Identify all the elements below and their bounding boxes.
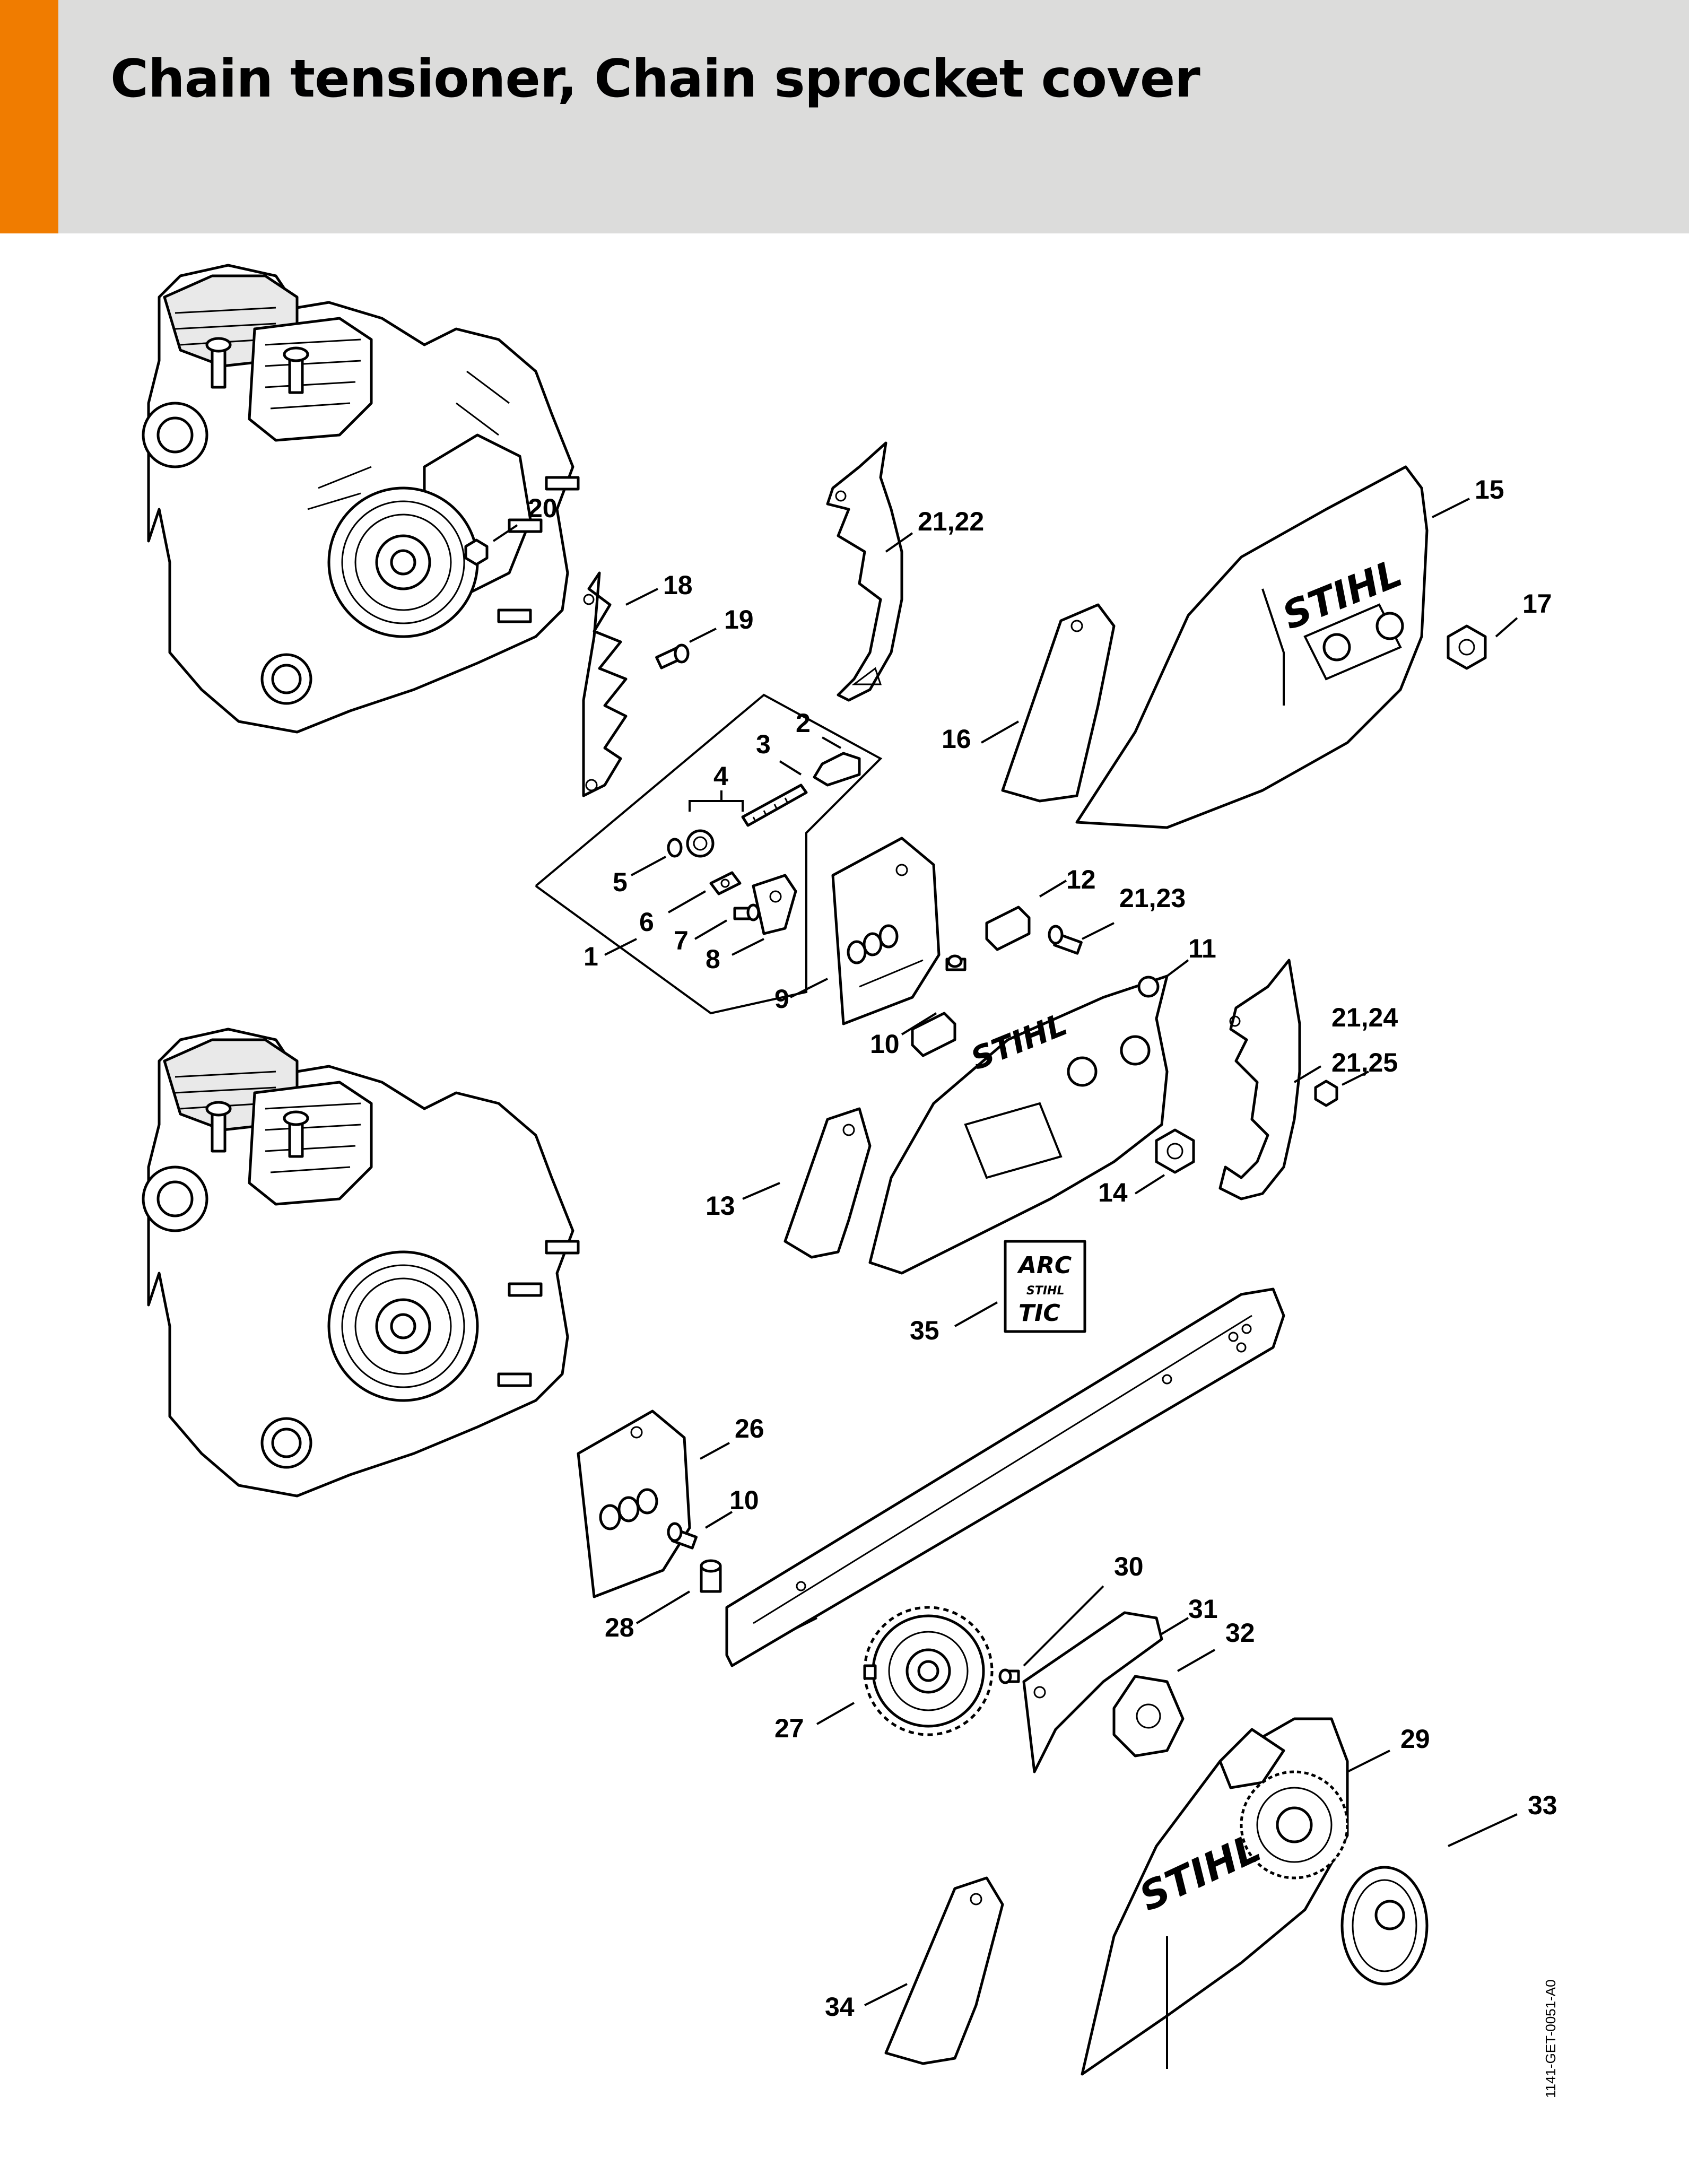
part-label: 1	[584, 942, 598, 971]
part-8-block	[732, 874, 797, 956]
part-label: 21,23	[1119, 883, 1186, 913]
part-1-tensioner-group	[535, 693, 883, 1015]
part-label: 33	[1528, 1790, 1557, 1820]
part-label: 21,24	[1331, 1003, 1398, 1032]
guide-bar	[725, 1287, 1285, 1667]
part-26-guide-plate	[577, 1409, 730, 1598]
part-17-nut	[1447, 617, 1518, 670]
page-header: Chain tensioner, Chain sprocket cover	[0, 0, 1689, 233]
part-15-sprocket-cover: STIHL	[1075, 465, 1470, 829]
part-32-wing-nut	[1112, 1649, 1215, 1757]
part-label: 27	[774, 1713, 804, 1743]
part-label: 18	[663, 570, 693, 600]
part-5-ring	[631, 838, 683, 876]
drawing-code-text: 1141-GET-0051-A0	[1543, 1979, 1559, 2098]
svg-text:TIC: TIC	[1018, 1300, 1060, 1327]
part-11-sprocket-cover: STIHL	[868, 959, 1189, 1275]
part-label: 30	[1114, 1552, 1144, 1581]
part-10-block	[911, 1012, 956, 1057]
part-35-arctic-decal: ARC STIHL TIC	[954, 1240, 1086, 1333]
part-label: 35	[910, 1316, 939, 1345]
part-30-screw	[998, 1585, 1104, 1684]
part-18-bumper-spike	[582, 571, 658, 797]
part-6-washer	[668, 871, 742, 913]
powerhead-upper	[142, 264, 580, 734]
part-label: 26	[735, 1414, 764, 1443]
part-34-insert	[864, 1876, 1004, 2065]
part-21-24-bumper-spike	[1218, 959, 1322, 1200]
powerhead-lower	[142, 1028, 580, 1498]
part-label-list: 1 2 3 4 5 6 7 8 9 10 11 12 13 14 15 16 1…	[528, 475, 1557, 2022]
part-label: 11	[1188, 934, 1216, 963]
part-label: 9	[774, 984, 789, 1014]
part-21-25-nut	[1314, 1071, 1369, 1107]
part-label: 6	[639, 907, 654, 937]
part-label: 21,22	[918, 507, 984, 536]
page-title: Chain tensioner, Chain sprocket cover	[110, 49, 1200, 109]
part-2-slide	[813, 736, 861, 787]
svg-text:STIHL: STIHL	[1026, 1284, 1064, 1298]
part-label: 28	[605, 1613, 634, 1642]
part-label: 12	[1066, 865, 1096, 894]
part-10-screw-lower	[667, 1511, 733, 1550]
part-29-sprocket-cover: STIHL	[1081, 1717, 1390, 2076]
part-label: 5	[613, 867, 628, 897]
part-3-tensioner-screw	[741, 760, 808, 827]
part-27-sprocket	[816, 1606, 994, 1736]
part-label: 32	[1225, 1618, 1255, 1648]
exploded-parts-diagram: STIHL STIHL	[0, 233, 1689, 2181]
part-label: 10	[729, 1485, 759, 1515]
part-label: 2	[796, 708, 811, 738]
part-14-nut	[1134, 1128, 1195, 1195]
part-label: 31	[1188, 1594, 1218, 1624]
part-label: 7	[674, 926, 689, 955]
part-16-insert	[981, 603, 1116, 803]
part-20-nut	[464, 524, 518, 566]
part-label: 14	[1098, 1178, 1128, 1207]
part-10-screw-upper	[901, 954, 967, 1036]
svg-text:ARC: ARC	[1017, 1252, 1072, 1279]
part-label: 20	[528, 493, 558, 523]
part-12-slide	[985, 880, 1067, 951]
part-label: 10	[870, 1029, 900, 1059]
part-7-screw	[694, 903, 760, 940]
part-label: 15	[1475, 475, 1504, 504]
part-21-22-bumper-spike	[826, 441, 913, 702]
part-label: 4	[713, 761, 728, 791]
part-label: 17	[1522, 589, 1552, 619]
part-label: 16	[942, 724, 971, 754]
part-31-chain-catcher	[1022, 1611, 1189, 1773]
part-label: 3	[756, 729, 771, 759]
part-label: 34	[825, 1992, 855, 2022]
header-accent-bar	[0, 0, 58, 233]
part-label: 19	[724, 605, 754, 634]
part-label: 29	[1400, 1724, 1430, 1754]
part-9-guide-plate	[790, 837, 941, 1025]
part-28-sleeve	[635, 1559, 722, 1624]
part-4-gear	[686, 790, 744, 858]
part-label: 21,25	[1331, 1048, 1398, 1077]
diagram-svg: STIHL STIHL	[142, 264, 1557, 2076]
part-19-screw	[655, 628, 717, 669]
drawing-reference-code: 1141-GET-0051-A0	[1543, 1960, 1564, 2098]
part-13-insert	[742, 1107, 872, 1259]
part-33-cover-cap	[1340, 1813, 1518, 1986]
part-21-23-screw	[1048, 922, 1115, 955]
part-label: 8	[706, 944, 720, 974]
part-label: 13	[706, 1191, 735, 1221]
